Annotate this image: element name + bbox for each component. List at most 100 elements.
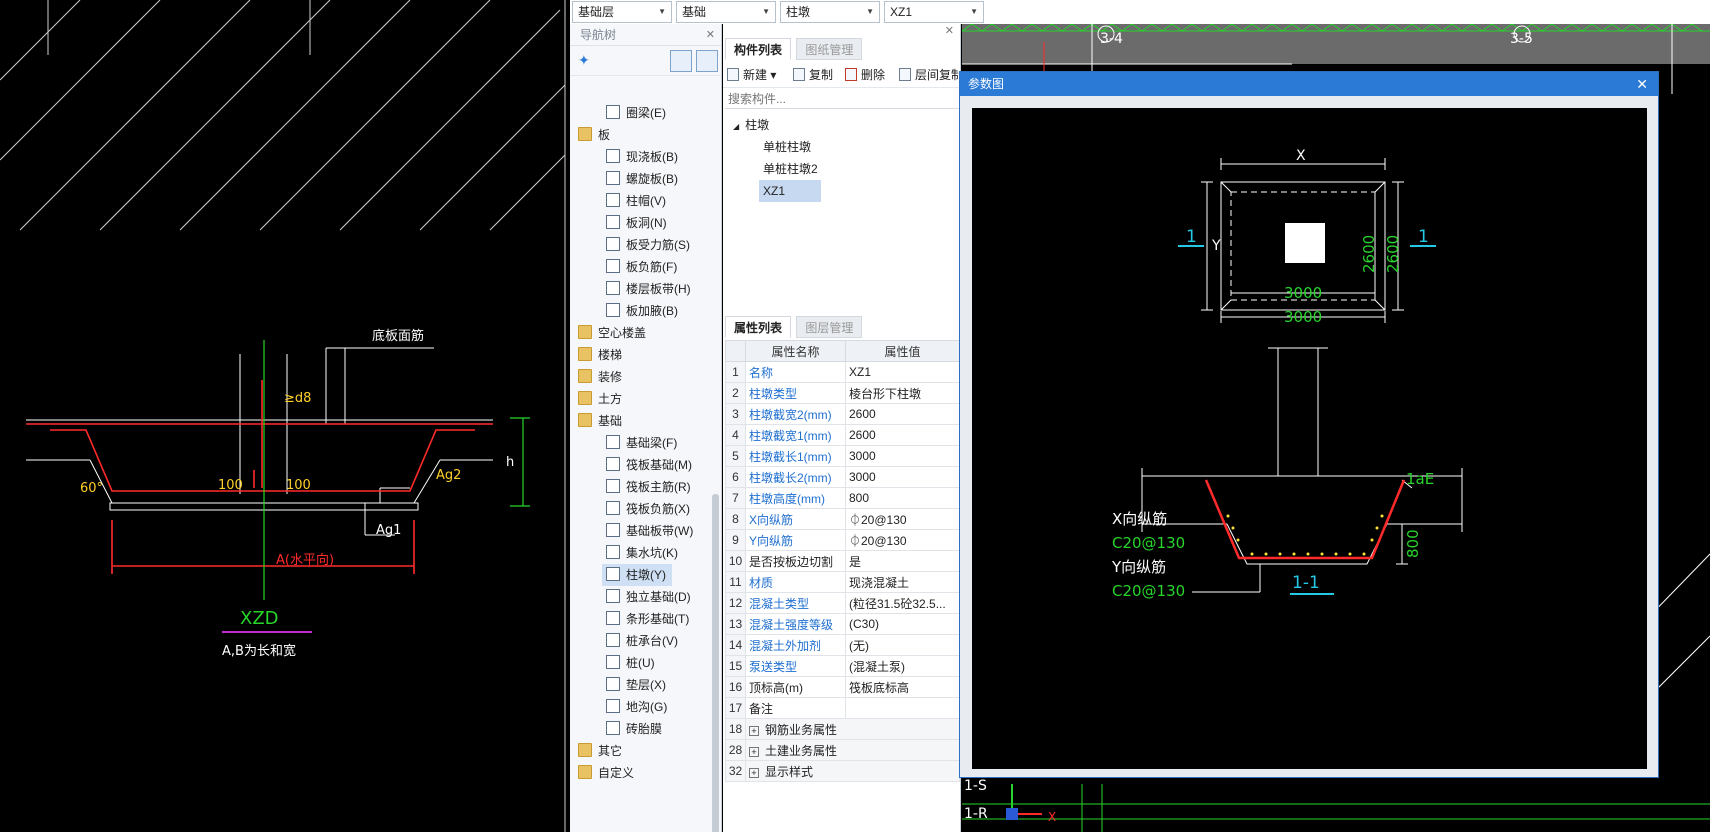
nav-item[interactable]: 基础板带(W) [602,520,699,542]
property-value[interactable]: 3000 [845,466,960,488]
component-select[interactable]: XZ1 ▼ [884,1,984,23]
expand-icon[interactable]: + [749,725,759,736]
delete-button[interactable]: 删除 [845,66,885,84]
property-group[interactable]: +土建业务属性 [745,739,960,761]
nav-folder[interactable]: 空心楼盖 [574,322,652,344]
new-button[interactable]: 新建 ▾ [727,66,776,84]
property-value[interactable]: ⏀20@130 [845,529,960,551]
type-select[interactable]: 柱墩 ▼ [780,1,880,23]
property-group[interactable]: +显示样式 [745,760,960,782]
nav-item[interactable]: 基础梁(F) [602,432,683,454]
close-icon[interactable]: ✕ [705,29,715,41]
list-view-icon[interactable] [670,50,692,72]
property-value[interactable]: 2600 [845,403,960,425]
nav-item[interactable]: 板加腋(B) [602,300,684,322]
nav-item[interactable]: 板负筋(F) [602,256,683,278]
property-value[interactable]: 棱台形下柱墩 [845,382,960,404]
copy-button[interactable]: 复制 [793,66,833,84]
close-icon[interactable]: ✕ [1636,76,1648,92]
nav-item[interactable]: 板洞(N) [602,212,673,234]
nav-item[interactable]: 柱帽(V) [602,190,672,212]
property-group[interactable]: +钢筋业务属性 [745,718,960,740]
component-item-selected[interactable]: XZ1 [759,180,821,202]
nav-folder[interactable]: 其它 [574,740,628,762]
nav-item[interactable]: 螺旋板(B) [602,168,684,190]
property-value[interactable]: (粒径31.5砼32.5... [845,592,960,614]
tab-component-list[interactable]: 构件列表 [725,38,792,60]
nav-scrollbar[interactable] [712,494,719,832]
floor-copy-button[interactable]: 层间复制 [899,66,959,84]
left-cad-viewport[interactable]: 底板面筋 ≥d8 100 100 Ag2 Ag1 h 60° A(水平向) XZ… [0,0,570,832]
dialog-title-bar[interactable]: 参数图 ✕ [960,72,1658,96]
property-value[interactable]: 800 [845,487,960,509]
component-root[interactable]: ◢柱墩 [733,114,769,136]
nav-item[interactable]: 桩(U) [602,652,661,674]
property-value[interactable]: 筏板底标高 [845,676,960,698]
nav-item[interactable]: 筏板主筋(R) [602,476,697,498]
nav-item[interactable]: 砖胎膜 [602,718,668,740]
floor-select[interactable]: 基础层 ▼ [572,1,672,23]
property-value[interactable]: ⏀20@130 [845,508,960,530]
expand-icon[interactable]: + [749,767,759,778]
nav-item[interactable]: 桩承台(V) [602,630,684,652]
nav-folder[interactable]: 板 [574,124,616,146]
nav-item[interactable]: 集水坑(K) [602,542,684,564]
nav-folder[interactable]: 楼梯 [574,344,628,366]
nav-folder[interactable]: 装修 [574,366,628,388]
property-group-row[interactable]: 28+土建业务属性 [725,739,960,761]
grid-view-icon[interactable] [696,50,718,72]
nav-item[interactable]: 条形基础(T) [602,608,695,630]
sparkle-icon[interactable]: ✦ [578,52,590,68]
category-select[interactable]: 基础 ▼ [676,1,776,23]
nav-item[interactable]: 筏板负筋(X) [602,498,696,520]
expand-icon[interactable]: + [749,746,759,757]
property-value[interactable]: 2600 [845,424,960,446]
nav-folder[interactable]: 基础 [574,410,628,432]
nav-item[interactable]: 楼层板带(H) [602,278,697,300]
tab-drawing-manage[interactable]: 图纸管理 [796,38,863,60]
nav-folder[interactable]: 土方 [574,388,628,410]
nav-item[interactable]: 柱墩(Y) [602,564,672,586]
nav-item[interactable]: 板受力筋(S) [602,234,696,256]
nav-folder[interactable]: 自定义 [574,762,640,784]
nav-item[interactable]: 垫层(X) [602,674,672,696]
nav-item[interactable]: 独立基础(D) [602,586,697,608]
nav-item[interactable]: 地沟(G) [602,696,673,718]
property-value[interactable]: (无) [845,634,960,656]
property-value[interactable] [845,697,960,719]
nav-item[interactable]: 筏板基础(M) [602,454,698,476]
nav-item[interactable]: 圈梁(E) [602,102,672,124]
property-value[interactable]: (混凝土泵) [845,655,960,677]
property-group-row[interactable]: 18+钢筋业务属性 [725,718,960,740]
nav-item[interactable]: 现浇板(B) [602,146,684,168]
property-value[interactable]: (C30) [845,613,960,635]
property-value[interactable]: 现浇混凝土 [845,571,960,593]
property-value[interactable]: 是 [845,550,960,572]
tab-property-list[interactable]: 属性列表 [725,316,792,338]
component-item[interactable]: 单桩柱墩2 [763,162,818,176]
property-value[interactable]: XZ1 [845,361,960,383]
property-value[interactable]: 3000 [845,445,960,467]
close-icon[interactable]: ✕ [944,25,954,37]
component-search-input[interactable] [725,89,959,109]
property-group-row[interactable]: 32+显示样式 [725,760,960,782]
tab-layer-manage[interactable]: 图层管理 [796,316,863,338]
component-item[interactable]: 单桩柱墩 [763,140,812,154]
